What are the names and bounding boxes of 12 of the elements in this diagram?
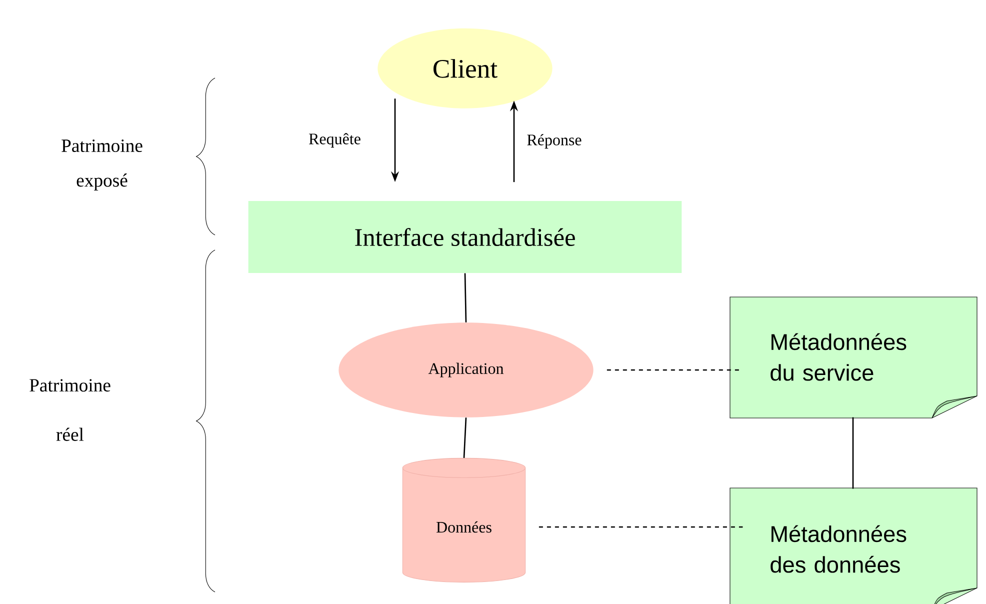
note-box: Métadonnées des données [730, 488, 978, 604]
edge-label: Réponse [527, 134, 582, 149]
connector [464, 273, 467, 322]
interface-box: Interface standardisée [248, 201, 682, 273]
side-label: Patrimoine exposé [62, 140, 142, 190]
edge-label: Requête [309, 133, 360, 148]
side-label: Patrimoine réel [30, 379, 110, 441]
connector [463, 418, 467, 458]
connector [538, 526, 743, 528]
note-box: Métadonnées du service [730, 296, 978, 418]
data-cylinder: Données [402, 458, 526, 582]
connector [852, 417, 854, 489]
